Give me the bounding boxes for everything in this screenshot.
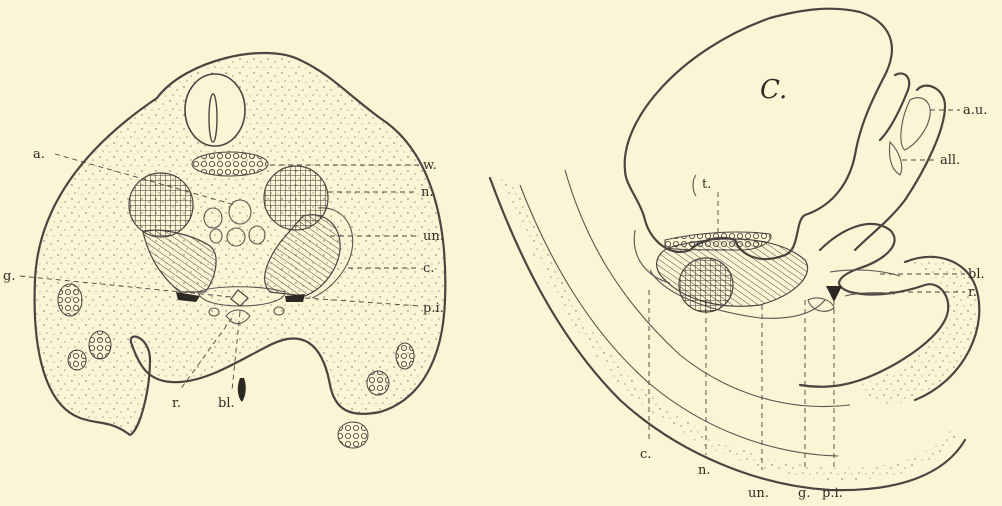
right-inner-curve-1 — [520, 185, 838, 456]
right-label-un: un. — [748, 486, 769, 501]
left-cluster-6 — [338, 422, 368, 448]
right-label-pi: p.i. — [822, 486, 843, 501]
left-cluster-3 — [68, 350, 86, 370]
right-au-inner — [901, 98, 930, 150]
right-sagittal-section: C. t. a.u. all. bl. r. c. n. un. g. p.i. — [490, 9, 987, 501]
left-label-c: c. — [423, 261, 434, 276]
right-bl-canal — [830, 270, 900, 276]
neural-canal — [209, 94, 217, 142]
right-label-au: a.u. — [963, 103, 987, 118]
left-transverse-section: a. w. n. un. c. g. p.i. r. bl. — [3, 53, 445, 448]
right-label-all: all. — [940, 153, 960, 168]
right-label-c: c. — [640, 447, 651, 462]
left-cluster-4 — [396, 343, 414, 369]
left-label-w: w. — [423, 158, 437, 173]
left-label-n: n. — [421, 185, 434, 200]
right-all-fold — [880, 73, 909, 140]
left-cluster-1 — [58, 284, 82, 316]
left-bl-dark — [238, 378, 246, 402]
left-label-pi: p.i. — [423, 301, 444, 316]
left-cluster-2 — [89, 331, 111, 359]
left-label-un: un. — [423, 229, 444, 244]
right-pi-dark — [826, 286, 842, 302]
left-structure-w — [192, 152, 268, 176]
left-label-bl: bl. — [218, 396, 235, 411]
left-cluster-5 — [367, 371, 389, 395]
right-label-r: r. — [968, 285, 977, 300]
right-label-c-brain: C. — [760, 75, 787, 105]
right-all-structure — [889, 142, 901, 175]
right-label-g: g. — [798, 486, 810, 501]
right-tail-stipple — [860, 257, 979, 404]
left-label-a: a. — [33, 147, 45, 162]
right-brain-c — [625, 9, 892, 259]
left-n-body-left — [129, 173, 193, 237]
left-label-g: g. — [3, 269, 15, 284]
right-label-t: t. — [702, 177, 711, 192]
right-label-bl: bl. — [968, 267, 985, 282]
right-body-stipple-band — [500, 178, 958, 480]
right-cells-band — [665, 232, 771, 250]
left-label-r: r. — [172, 396, 181, 411]
right-t-marker — [693, 175, 696, 196]
right-label-n: n. — [698, 463, 711, 478]
